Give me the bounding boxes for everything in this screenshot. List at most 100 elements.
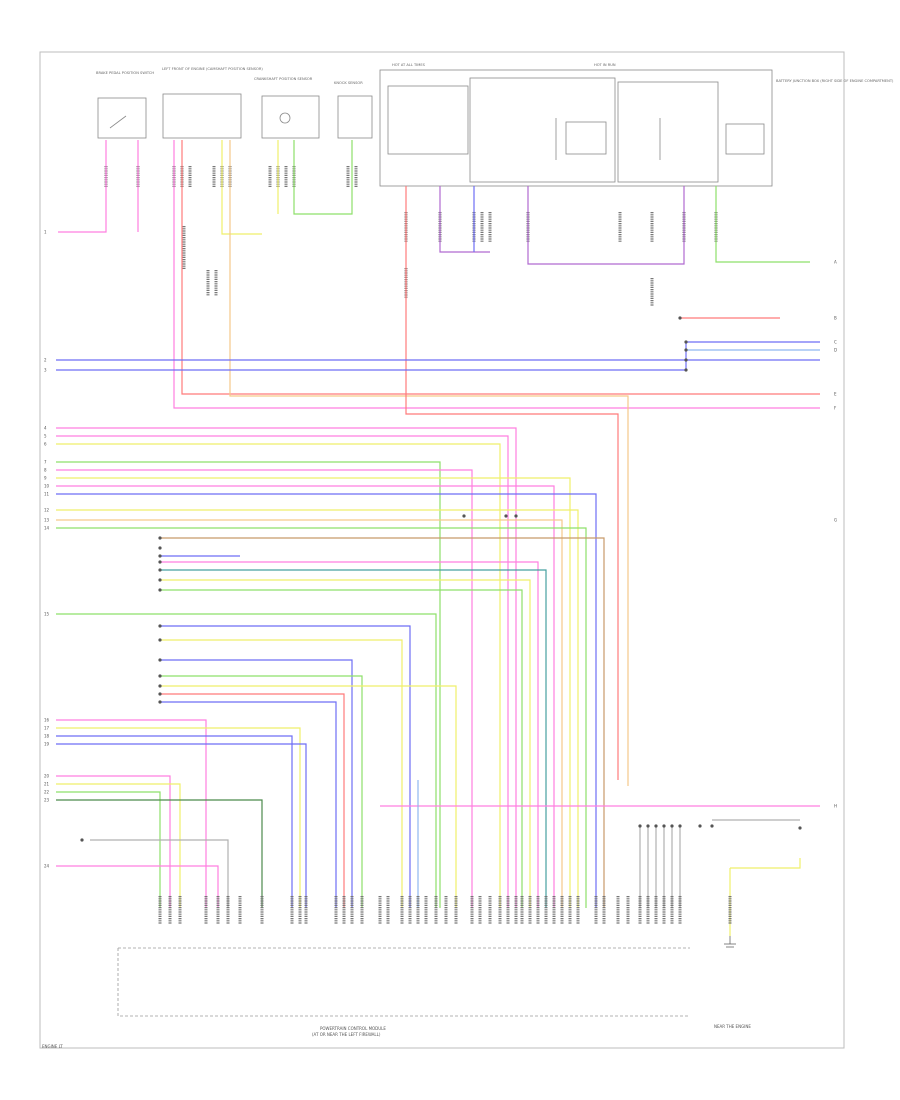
left-ref-tag: 8 [44,468,47,473]
left-ref-tag: 4 [44,426,47,431]
wire [160,701,337,908]
wire [229,140,629,786]
splice-dot [798,826,802,830]
wire [160,675,363,908]
left-ref-tag: 16 [44,718,50,723]
wire [56,443,501,908]
label-c7: BATTERY JUNCTION BOX (RIGHT SIDE OF ENGI… [776,79,894,83]
wire [160,589,523,908]
splice-dot [646,824,650,828]
top-components [97,69,773,187]
wire [160,625,411,908]
wire [56,799,263,908]
left-ref-tag: 11 [44,492,50,497]
wire [56,341,820,371]
wire [160,561,539,908]
wire [56,485,555,908]
ground-label: NEAR THE ENGINE [714,1024,751,1029]
splice-dot [158,624,162,628]
splice-dot [670,824,674,828]
wire [56,509,579,908]
pcm-module-outline [117,947,690,1017]
splice-dot [158,674,162,678]
wire [56,735,293,908]
splice-dot [158,684,162,688]
splice-dot [158,692,162,696]
diagram-frame [39,51,845,1049]
module-connector-pins [158,896,732,924]
left-ref-tag: 19 [44,742,50,747]
label-c2: LEFT FRONT OF ENGINE (CAMSHAFT POSITION … [162,67,263,71]
splice-dot [654,824,658,828]
wire [160,693,345,908]
wire [160,537,605,908]
label-c6: HOT IN RUN [594,63,616,67]
label-c3: CRANKSHAFT POSITION SENSOR [254,77,313,81]
label-c5: HOT AT ALL TIMES [392,63,426,67]
splice-dot [462,514,466,518]
left-ref-tag: 15 [44,612,50,617]
wire [160,569,547,908]
left-ref-tag: 21 [44,782,50,787]
right-ref-tag: E [834,392,837,397]
wire [160,685,457,908]
wire [56,791,161,908]
wire [56,527,587,908]
right-ref-tag: C [834,340,837,345]
right-ref-tag: A [834,260,837,265]
wire [173,140,820,409]
right-ref-tag: G [834,518,837,523]
splice-dot [710,824,714,828]
pcm-module-title: POWERTRAIN CONTROL MODULE [320,1026,386,1031]
left-ref-tag: 3 [44,368,47,373]
left-ref-tag: 13 [44,518,50,523]
wire [181,140,820,395]
wire [56,775,171,908]
wire [56,493,597,908]
splice-dot [678,316,682,320]
wire [56,783,181,908]
splice-dot [684,358,688,362]
splice-dot [158,536,162,540]
left-ref-tag: 2 [44,358,47,363]
left-ref-tag: 9 [44,476,47,481]
left-ref-tag: 14 [44,526,50,531]
wire [56,719,207,908]
wire [439,186,490,253]
splice-dot [638,824,642,828]
splice-dot [698,824,702,828]
left-ref-tag: 10 [44,484,50,489]
left-ref-tag: 1 [44,230,47,235]
wire [160,639,403,908]
wire [56,469,473,908]
right-ref-tag: F [834,406,837,411]
wire [56,865,219,908]
splice-dot [158,588,162,592]
left-ref-tag: 5 [44,434,47,439]
wire [56,427,517,908]
left-ref-tag: 23 [44,798,50,803]
splice-dot [158,638,162,642]
wire [56,477,571,908]
left-ref-tag: 24 [44,864,50,869]
splice-dot [684,368,688,372]
splice-dot [514,514,518,518]
splice-dot [662,824,666,828]
wire [160,659,353,908]
left-ref-tag: 7 [44,460,47,465]
wire [715,186,810,263]
right-ref-tag: B [834,316,837,321]
wire [56,613,437,908]
splice-dot [678,824,682,828]
splice-dot [158,568,162,572]
left-ref-tag: 12 [44,508,50,513]
splice-points [80,316,802,842]
wire [221,140,262,235]
splice-dot [80,838,84,842]
wire [160,579,531,908]
splice-dot [684,340,688,344]
wire [56,461,441,908]
